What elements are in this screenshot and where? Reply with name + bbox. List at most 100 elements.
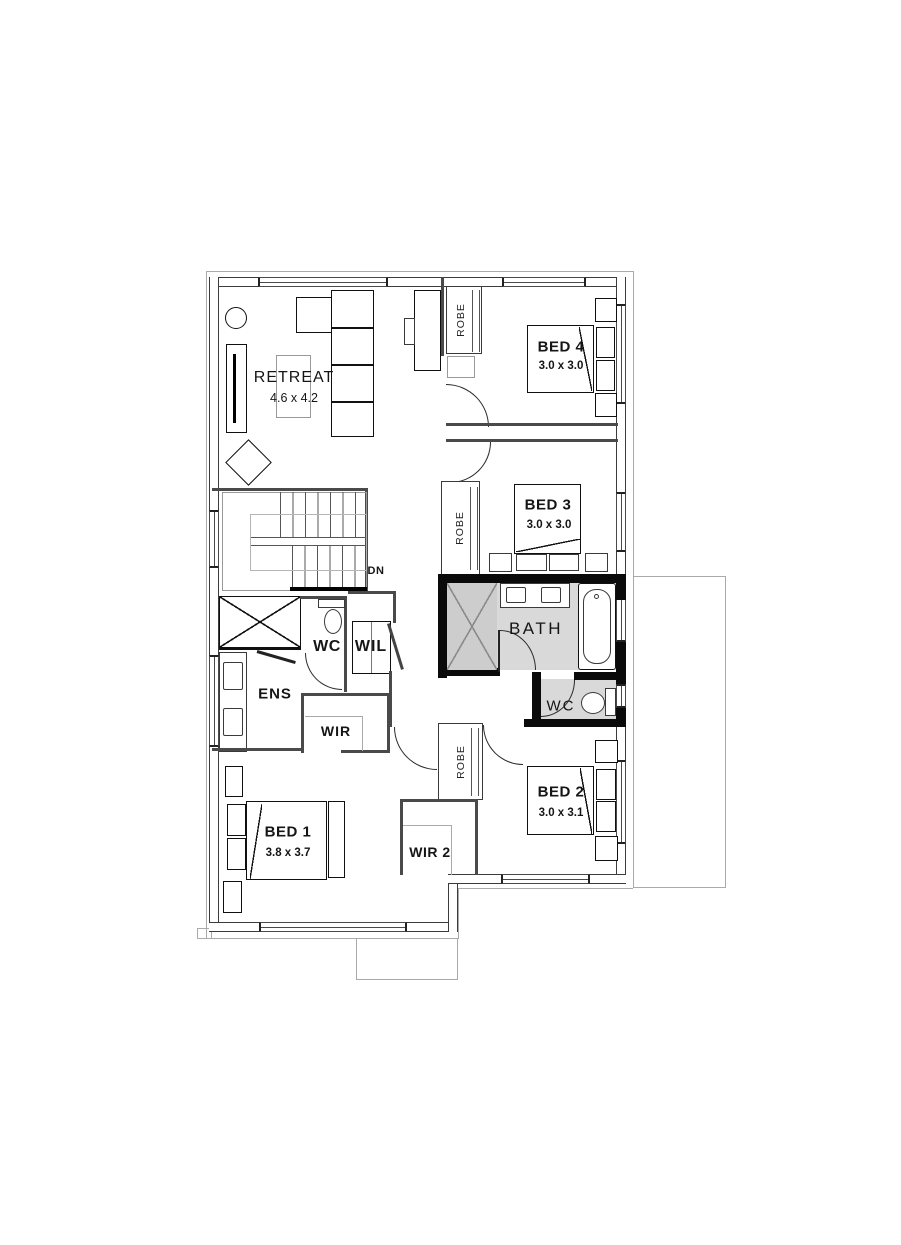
window-top-bed4 [502, 277, 586, 287]
bedside-table [595, 740, 618, 763]
linen-closet-divider [371, 622, 372, 673]
vanity-sink [223, 662, 243, 690]
shower-wall-south [438, 668, 500, 676]
stairs-down-label: DN [367, 565, 385, 577]
door-leaf-bath [498, 630, 500, 672]
wall-hall-west-upper [393, 594, 396, 623]
wir-wall-south [341, 750, 390, 753]
window-right-bed4 [616, 304, 626, 404]
lower-roof-outline-right [633, 576, 726, 888]
shower [447, 583, 497, 670]
side-table-round [225, 307, 247, 329]
wir2-wall-east [475, 799, 478, 875]
toilet-cistern [318, 599, 345, 608]
bedside-table [595, 836, 618, 861]
door-leaf-ensuite [256, 650, 296, 664]
room-label-wil: WIL [354, 638, 388, 655]
robe-sliding-door [471, 728, 479, 796]
hall-robe-sliding-door [472, 290, 480, 352]
bedside-table [585, 553, 608, 572]
stair-void-outline [250, 514, 367, 571]
window-bottom-bed2 [501, 874, 590, 884]
eave-line-left [206, 271, 207, 939]
bed-throw-line [580, 768, 592, 834]
room-label-bath: BATH [508, 619, 564, 638]
door-arc-bed3 [450, 442, 491, 483]
room-dims-bed3: 3.0 x 3.0 [526, 519, 572, 531]
sofa-chaise [296, 297, 332, 333]
wc-wall-south [524, 719, 626, 727]
desk [414, 290, 441, 371]
room-label-bed3: BED 3 [524, 496, 572, 514]
eave-line-bottom-right [458, 888, 633, 889]
toilet-cistern [605, 688, 616, 716]
room-label-wir2: WIR 2 [409, 844, 451, 860]
stair-mid-rail [250, 537, 367, 546]
closet-label-robe-hall: ROBE [455, 303, 467, 337]
wir2-shelf-line [403, 825, 452, 826]
window-left-stairs [209, 510, 219, 568]
armchair [225, 439, 272, 486]
room-dims-retreat: 4.6 x 4.2 [270, 391, 318, 405]
wall-ens-wc-east [344, 596, 347, 692]
wir-wall-west [301, 693, 304, 753]
wall-pier-right-upper [616, 574, 626, 600]
window-right-bed2 [616, 760, 626, 844]
wall-retreat-hall [441, 277, 444, 356]
window-bottom-bed1 [259, 922, 407, 932]
room-label-bed4: BED 4 [537, 338, 585, 356]
room-label-bed2: BED 2 [537, 783, 585, 801]
wir-wall-north [301, 693, 390, 696]
wir-wall-east [387, 695, 390, 750]
room-dims-bed4: 3.0 x 3.0 [538, 360, 584, 372]
robe-sliding-door [470, 487, 478, 570]
bath-wall-west [438, 574, 447, 678]
pillow [227, 804, 246, 836]
toilet-bowl [581, 692, 605, 714]
door-arc-bed2 [483, 725, 523, 765]
door-arc-bed1 [394, 727, 437, 770]
vanity-sink [223, 708, 243, 736]
eave-corner-step [197, 928, 212, 939]
wc-wall-north [574, 672, 626, 680]
stair-wall-top [212, 488, 368, 491]
desk-chair [404, 318, 415, 345]
wall-bed3-north [446, 439, 618, 442]
ensuite-shower [219, 596, 301, 650]
bedside-table [225, 766, 243, 797]
bathtub-drain [594, 594, 599, 599]
vanity-sink [541, 587, 561, 603]
stair-treads-lower [292, 546, 367, 590]
wir2-shelf-line [451, 825, 452, 875]
sofa-cushion-line [332, 364, 373, 366]
dresser [328, 801, 345, 878]
bed-throw-line [516, 539, 580, 552]
window-left-ensuite [209, 655, 219, 747]
lower-roof-outline-bottom [356, 938, 458, 980]
wall-pier-right-mid [616, 642, 626, 684]
room-label-bed1: BED 1 [264, 823, 312, 841]
wc-wall-west [532, 672, 541, 727]
eave-line-step-right [458, 888, 459, 939]
stair-nosing-bold [290, 587, 367, 591]
wall-bed1-north [212, 748, 303, 751]
eave-line-bottom-left [198, 938, 356, 939]
wall-bed4-south [446, 423, 618, 426]
wall-ens-wc-north [300, 596, 347, 599]
pillow [549, 554, 579, 571]
exterior-wall-left [209, 277, 219, 932]
bed-throw-line [579, 327, 592, 391]
window-right-bed3 [616, 492, 626, 552]
bathtub-basin [583, 589, 611, 664]
wir2-wall-west [400, 799, 403, 875]
bath-wall-north [438, 574, 626, 583]
room-label-ensuite-wc: WC [313, 638, 341, 655]
sofa [331, 290, 374, 437]
room-label-retreat: RETREAT [253, 369, 335, 386]
toilet-bowl [324, 609, 342, 634]
tv-screen [233, 354, 236, 423]
door-arc-ensuite-wc [305, 653, 342, 690]
wall-pier-right-lower [616, 708, 626, 727]
pillow [596, 327, 615, 358]
